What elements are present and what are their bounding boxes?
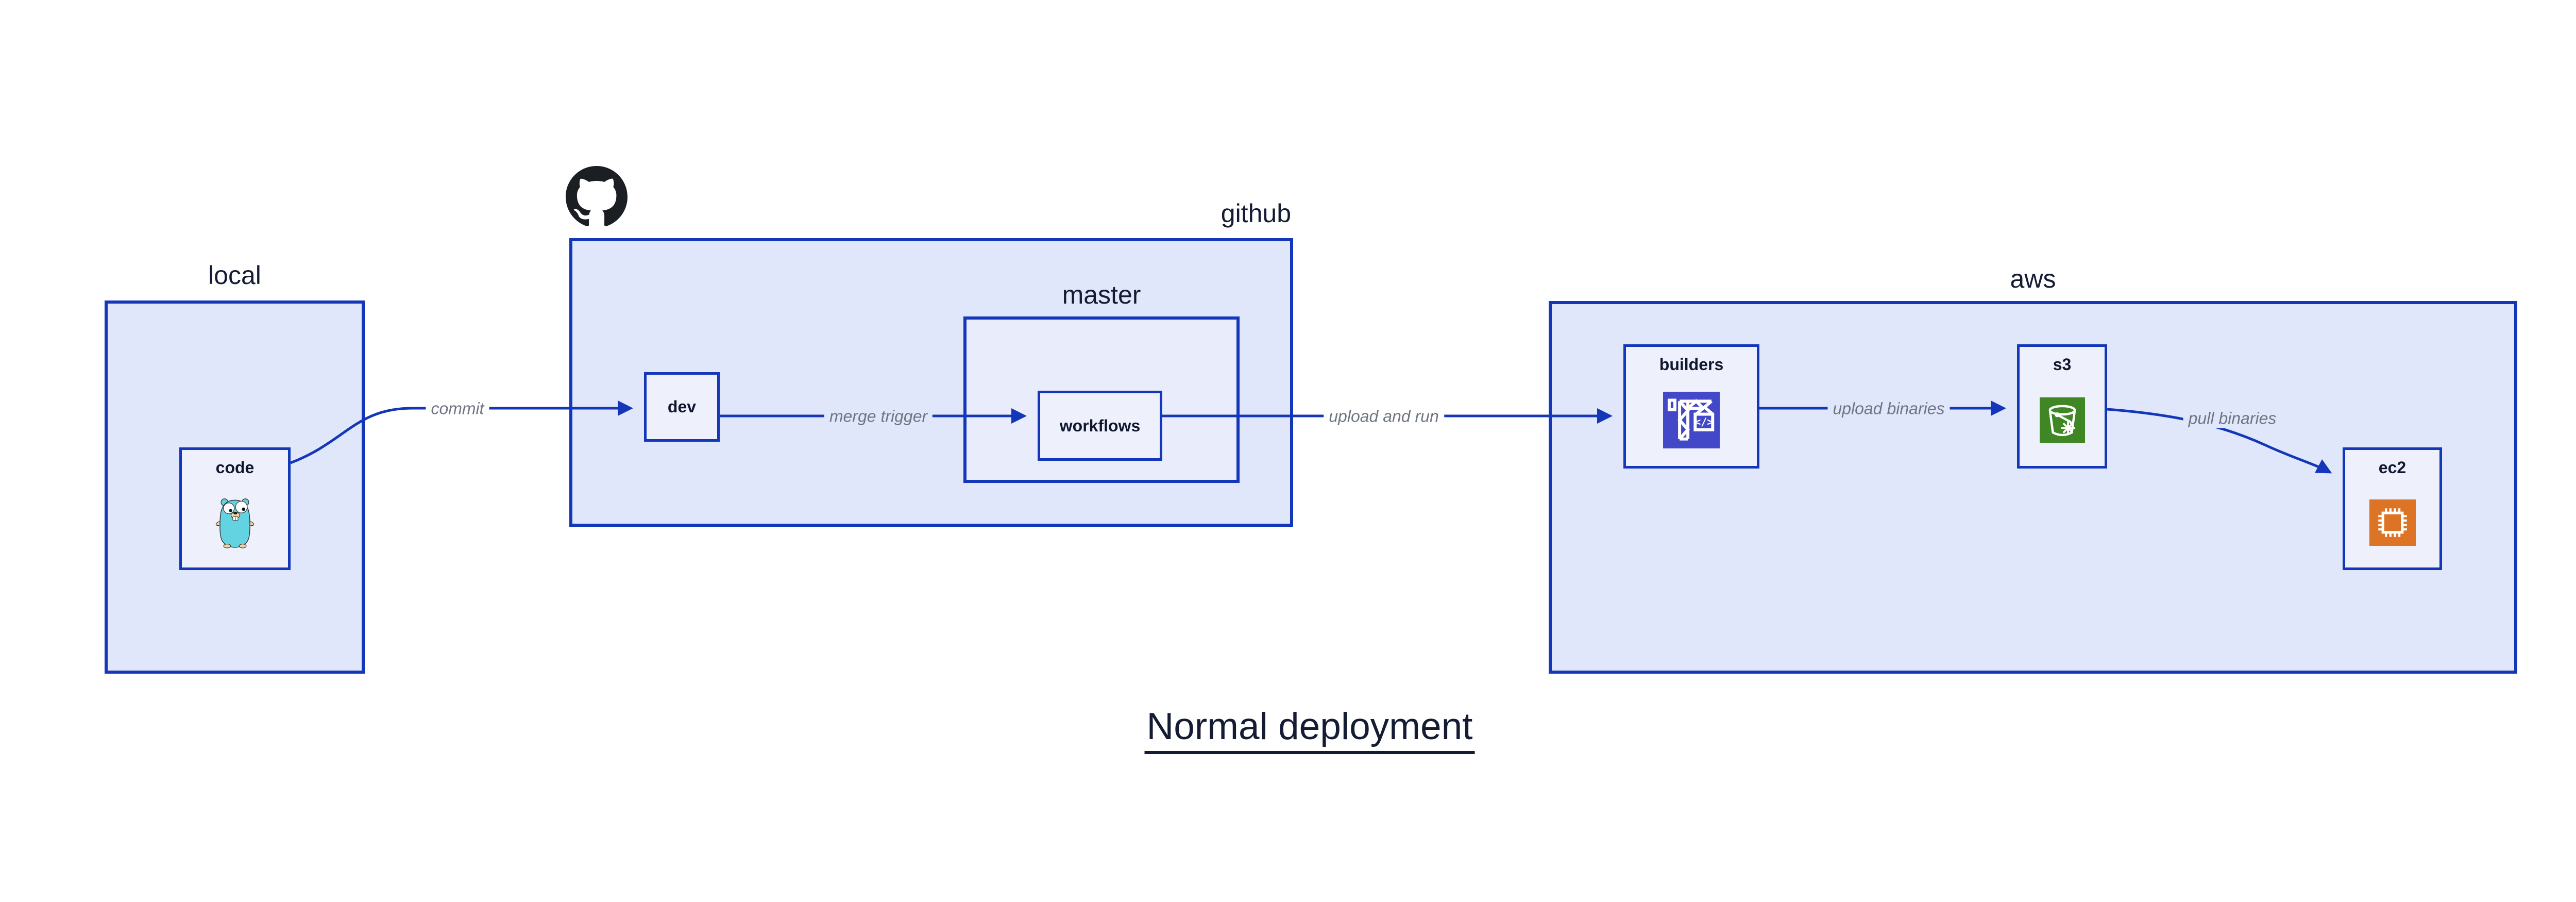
node-builders: builders </> xyxy=(1623,344,1759,469)
github-octocat-icon xyxy=(566,166,628,227)
container-aws-label: aws xyxy=(2010,264,2056,293)
container-github-label: github xyxy=(1221,199,1291,228)
edge-label-upload-binaries: upload binaries xyxy=(1827,399,1950,419)
container-local-label: local xyxy=(208,261,261,290)
container-master-label: master xyxy=(1062,280,1141,309)
edge-label-merge-trigger: merge trigger xyxy=(824,407,933,426)
node-code: code xyxy=(179,447,291,570)
node-ec2: ec2 xyxy=(2343,447,2442,570)
node-code-label: code xyxy=(215,458,255,477)
node-s3: s3 xyxy=(2017,344,2107,469)
node-dev: dev xyxy=(644,372,720,442)
node-ec2-label: ec2 xyxy=(2378,458,2406,477)
node-builders-label: builders xyxy=(1659,355,1724,374)
node-workflows: workflows xyxy=(1038,391,1162,461)
node-dev-label: dev xyxy=(667,397,697,416)
node-s3-label: s3 xyxy=(2053,355,2072,374)
edge-label-upload-and-run: upload and run xyxy=(1324,407,1444,426)
codebuild-crane-icon: </> xyxy=(1663,392,1720,448)
go-gopher-icon xyxy=(215,498,255,548)
svg-text:</>: </> xyxy=(1694,416,1713,428)
edge-label-pull-binaries: pull binaries xyxy=(2183,409,2282,428)
diagram-title: Normal deployment xyxy=(1144,705,1475,754)
ec2-chip-icon xyxy=(2369,499,2416,546)
s3-bucket-icon xyxy=(2039,397,2085,443)
edge-label-commit: commit xyxy=(426,399,489,419)
node-workflows-label: workflows xyxy=(1059,416,1141,435)
